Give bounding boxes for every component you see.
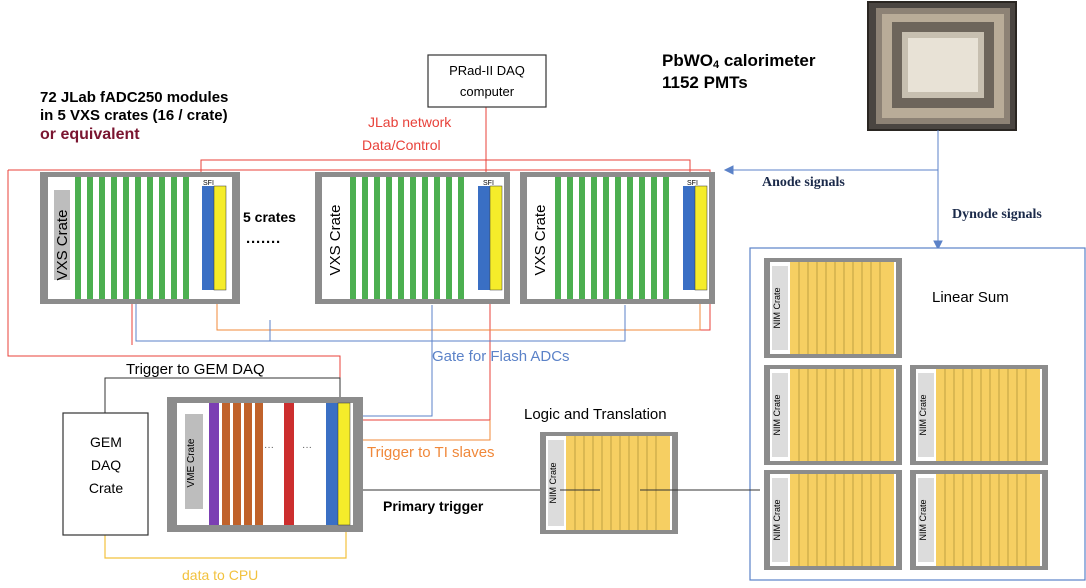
logic-slot-lines xyxy=(574,436,657,530)
nim-ls-3-label: NIM Crate xyxy=(918,394,928,435)
dynode-signals-label: Dynode signals xyxy=(952,207,1042,222)
vxs-crate-3-label: VXS Crate xyxy=(532,205,549,276)
nim-crate-ls-1[interactable] xyxy=(764,258,902,358)
vme-dots-1: ··· xyxy=(264,442,274,453)
primary-trigger-label: Primary trigger xyxy=(383,498,484,514)
calorimeter-pmts: 1152 PMTs xyxy=(662,73,748,92)
logic-label: Logic and Translation xyxy=(524,406,667,423)
daq-computer-line-1: PRad-II DAQ xyxy=(449,63,525,78)
nim-crate-ls-3[interactable] xyxy=(910,365,1048,465)
anode-signals-label: Anode signals xyxy=(762,175,845,190)
vme-modules xyxy=(222,403,263,525)
title-line-2: in 5 VXS crates (16 / crate) xyxy=(40,107,228,124)
vme-dots-2: ··· xyxy=(302,442,312,453)
title-line-3: or equivalent xyxy=(40,126,140,143)
data-cpu-line xyxy=(104,532,347,559)
logic-nim-label: NIM Crate xyxy=(548,462,558,503)
sfi-label-2: SFI xyxy=(483,180,494,187)
vme-crate-label: VME Crate xyxy=(186,438,197,487)
gem-line-2: DAQ xyxy=(91,457,121,473)
sfi-label-1: SFI xyxy=(203,180,214,187)
trigger-ti-label: Trigger to TI slaves xyxy=(367,444,495,461)
data-cpu-label: data to CPU xyxy=(182,567,258,583)
nim-ls-4-label: NIM Crate xyxy=(772,499,782,540)
gem-trigger-lines xyxy=(104,377,341,413)
nim-crate-ls-5[interactable] xyxy=(910,470,1048,570)
vxs-crate-1-label: VXS Crate xyxy=(54,210,71,281)
logic-nim-crate[interactable] xyxy=(540,432,678,534)
vxs-crate-1[interactable] xyxy=(40,172,240,304)
calorimeter-photo xyxy=(867,1,1017,131)
daq-computer-line-2: computer xyxy=(460,84,515,99)
five-crates-label: 5 crates xyxy=(243,209,296,225)
crates-ellipsis: ······· xyxy=(246,234,281,251)
nim-ls-2-label: NIM Crate xyxy=(772,394,782,435)
gate-label: Gate for Flash ADCs xyxy=(432,348,570,365)
trigger-gem-label: Trigger to GEM DAQ xyxy=(126,361,265,378)
calorimeter-title: PbWO4 calorimeter xyxy=(662,51,816,71)
network-line-1: JLab network xyxy=(368,114,452,130)
network-line-2: Data/Control xyxy=(362,137,441,153)
sfi-label-3: SFI xyxy=(687,180,698,187)
vme-crate[interactable] xyxy=(167,397,363,532)
vxs-crate-3[interactable] xyxy=(520,172,715,304)
nim-ls-5-label: NIM Crate xyxy=(918,499,928,540)
nim-ls-1-label: NIM Crate xyxy=(772,287,782,328)
linear-sum-label: Linear Sum xyxy=(932,289,1009,306)
blue-gate-lines xyxy=(135,130,943,417)
vxs-crate-2[interactable] xyxy=(315,172,510,304)
gem-line-1: GEM xyxy=(90,434,122,450)
vxs-crate-2-label: VXS Crate xyxy=(327,205,344,276)
orange-trigger-lines xyxy=(216,292,701,441)
gem-daq-crate[interactable] xyxy=(62,412,149,536)
vxs-crate-1-modules xyxy=(75,177,189,299)
daq-computer-box[interactable] xyxy=(427,54,547,108)
vxs-crate-3-modules xyxy=(555,177,669,299)
title-line-1: 72 JLab fADC250 modules xyxy=(40,89,228,106)
vxs-crate-2-modules xyxy=(350,177,464,299)
nim-crate-ls-4[interactable] xyxy=(764,470,902,570)
nim-crate-ls-2[interactable] xyxy=(764,365,902,465)
gem-line-3: Crate xyxy=(89,480,123,496)
